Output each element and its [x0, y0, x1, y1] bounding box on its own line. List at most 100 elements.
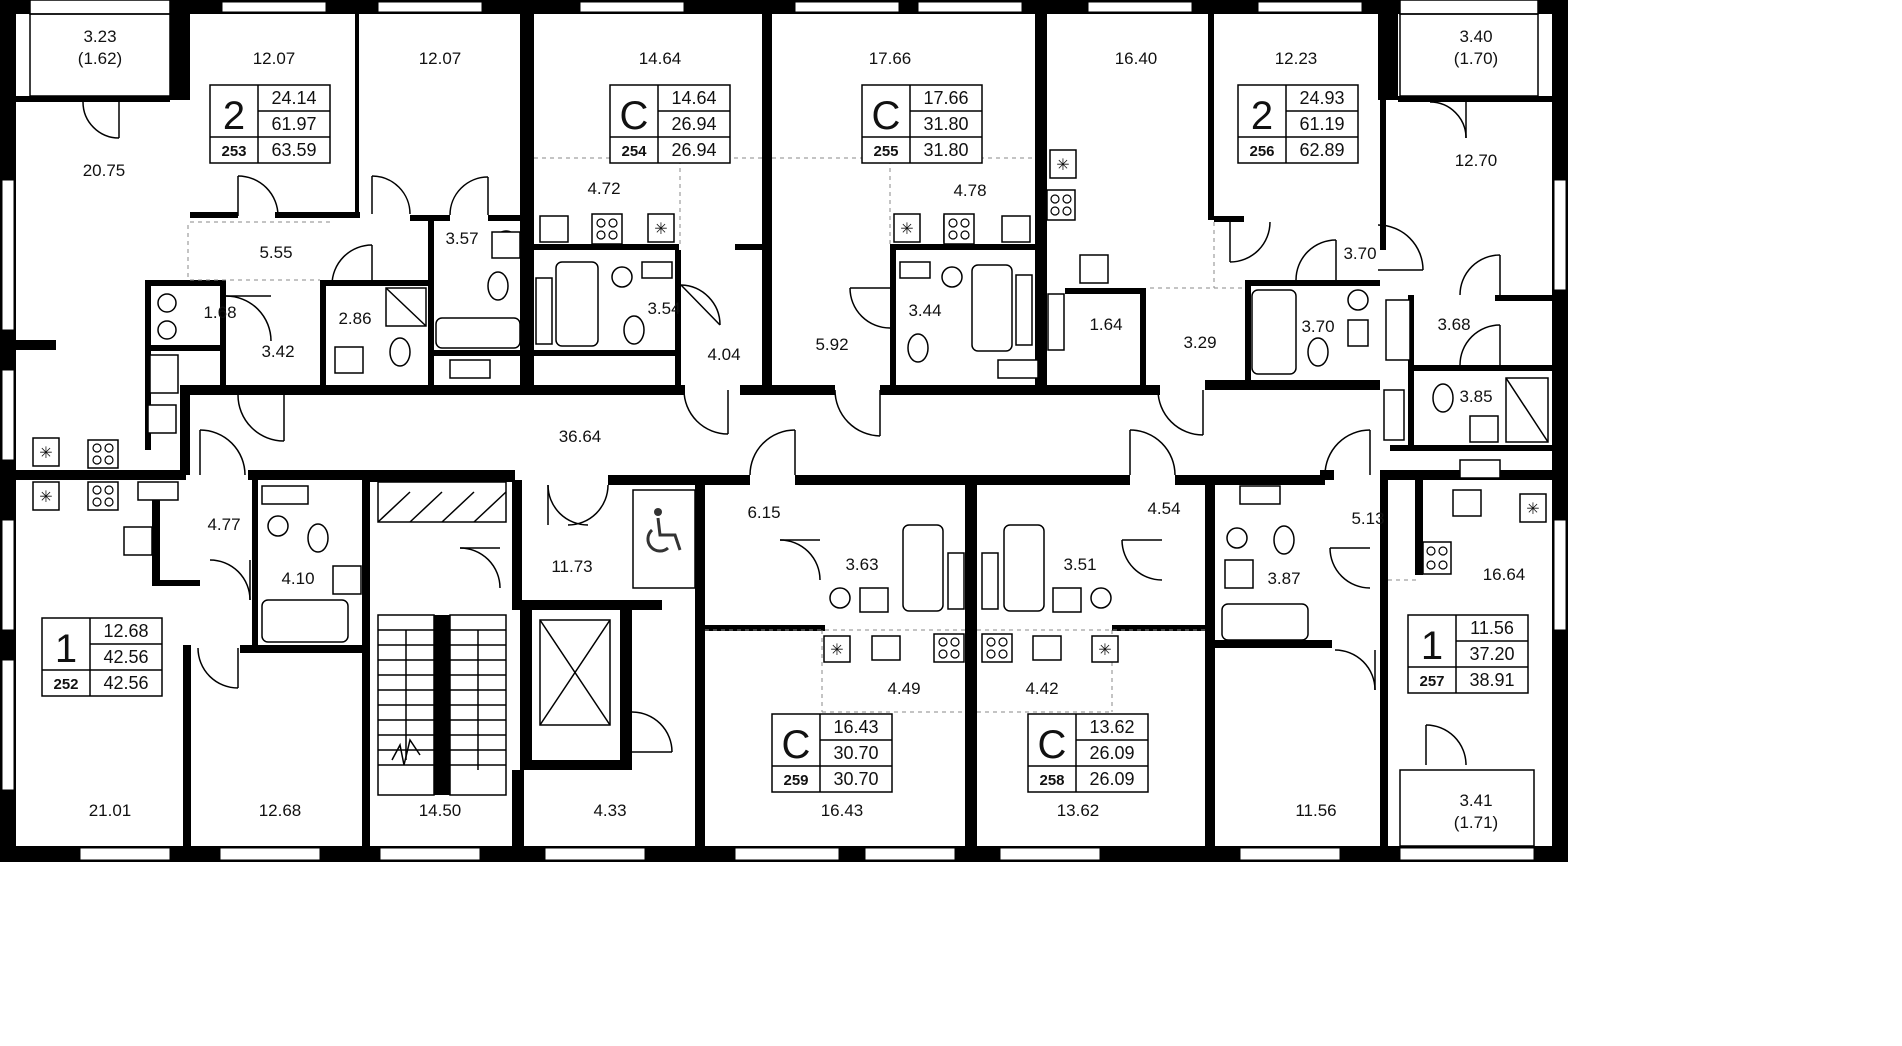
room-area-r256-closet: 1.64 [1089, 315, 1122, 334]
room-area-r259-kitchen: 4.49 [887, 679, 920, 698]
room-area-r256-hall: 3.70 [1343, 244, 1376, 263]
apartment-area-value: 12.68 [103, 621, 148, 641]
apartment-number: 255 [873, 143, 898, 160]
room-area-r255-hall: 5.92 [815, 335, 848, 354]
room-area-r259-room: 16.43 [821, 801, 864, 820]
apartment-type: С [782, 723, 811, 767]
stairs-icon [377, 614, 507, 796]
windows [1, 0, 1567, 861]
storage [377, 481, 507, 523]
apartment-box-259: С 259 16.43 30.70 30.70 [771, 713, 893, 793]
room-area-r253-bed1: 12.07 [253, 49, 296, 68]
room-area-r253-bed2: 12.07 [419, 49, 462, 68]
apartment-number: 256 [1249, 143, 1274, 160]
room-area-r253-bath: 3.57 [445, 229, 478, 248]
room-area-r256-living: 12.70 [1455, 151, 1498, 170]
room-area-r254-room: 14.64 [639, 49, 682, 68]
apartment-area-value: 16.43 [833, 717, 878, 737]
apartment-type: С [620, 94, 649, 138]
room-area-r257-bed: 11.56 [1295, 801, 1336, 820]
room-area-balcony-left: 3.23(1.62) [78, 27, 122, 68]
room-area-r252-bed: 12.68 [259, 801, 302, 820]
room-area-stair: 14.50 [419, 801, 462, 820]
svg-text:✳: ✳ [1056, 157, 1069, 174]
room-area-r254-hall: 4.04 [707, 345, 740, 364]
apartment-type: 2 [1251, 94, 1273, 138]
room-area-r257-room: 16.64 [1483, 565, 1526, 584]
doors [82, 101, 1501, 766]
svg-text:✳: ✳ [1098, 642, 1111, 659]
room-area-r256-room: 16.40 [1115, 49, 1158, 68]
apartment-area-value: 30.70 [833, 769, 878, 789]
room-area-r253-corr: 3.42 [261, 342, 294, 361]
room-area-r255-room: 17.66 [869, 49, 912, 68]
apartment-type: 2 [223, 94, 245, 138]
apartment-area-value: 30.70 [833, 743, 878, 763]
elevator-icon [539, 619, 611, 726]
apartment-box-253: 2 253 24.14 61.97 63.59 [209, 84, 331, 164]
room-area-r254-bath: 3.54 [647, 299, 680, 318]
apartment-number: 259 [783, 772, 808, 789]
balconies [29, 13, 1539, 847]
bathtub-icon [261, 261, 1309, 643]
apartment-area-value: 63.59 [271, 140, 316, 160]
svg-text:✳: ✳ [39, 445, 52, 462]
apartment-number: 253 [221, 143, 246, 160]
washer-icon [137, 274, 1501, 610]
room-area-r254-kitchen: 4.72 [587, 179, 620, 198]
apartment-area-value: 24.14 [271, 88, 316, 108]
room-area-r259-bath: 3.63 [845, 555, 878, 574]
svg-text:✳: ✳ [830, 642, 843, 659]
apartment-type: С [872, 94, 901, 138]
apartment-area-value: 31.80 [923, 114, 968, 134]
apartment-info-boxes: 225324.1461.9763.59С25414.6426.9426.94С2… [41, 84, 1529, 793]
apartment-area-value: 42.56 [103, 647, 148, 667]
apartment-area-value: 26.94 [671, 140, 716, 160]
svg-text:✳: ✳ [1526, 501, 1539, 518]
apartment-area-value: 37.20 [1469, 644, 1514, 664]
room-area-r253-hall: 5.55 [259, 243, 292, 262]
room-area-lobby: 11.73 [551, 557, 592, 576]
room-area-r258-hall: 4.54 [1147, 499, 1180, 518]
room-area-r257-bath: 3.87 [1267, 569, 1300, 588]
room-area-r258-bath: 3.51 [1063, 555, 1096, 574]
room-area-r258-kitchen: 4.42 [1025, 679, 1058, 698]
apartment-area-value: 11.56 [1470, 618, 1514, 638]
apartment-area-value: 62.89 [1299, 140, 1344, 160]
svg-text:✳: ✳ [900, 221, 913, 238]
apartment-number: 258 [1039, 772, 1064, 789]
apartment-area-value: 26.94 [671, 114, 716, 134]
room-area-r252-hall: 4.77 [207, 515, 240, 534]
room-area-r255-kitchen: 4.78 [953, 181, 986, 200]
room-area-r253-shower: 2.86 [338, 309, 371, 328]
room-area-r258-room: 13.62 [1057, 801, 1100, 820]
apartment-type: 1 [55, 627, 77, 671]
apartment-area-value: 13.62 [1089, 717, 1134, 737]
apartment-number: 254 [621, 143, 647, 160]
apartment-area-value: 17.66 [923, 88, 968, 108]
apartment-box-256: 2 256 24.93 61.19 62.89 [1237, 84, 1359, 164]
room-area-r252-bath: 4.10 [281, 569, 314, 588]
apartment-number: 252 [53, 676, 78, 693]
apartment-box-252: 1 252 12.68 42.56 42.56 [41, 617, 163, 697]
stove-icon [87, 189, 1452, 663]
room-area-r256-corr: 3.29 [1183, 333, 1216, 352]
apartment-area-value: 26.09 [1089, 769, 1134, 789]
toilet-icon [157, 230, 1454, 609]
apartment-area-value: 61.97 [271, 114, 316, 134]
apartment-area-value: 42.56 [103, 673, 148, 693]
wheelchair-icon [632, 489, 696, 589]
room-area-r253-living: 20.75 [83, 161, 126, 180]
room-area-r253-wc: 1.68 [203, 303, 236, 322]
apartment-type: 1 [1421, 624, 1443, 668]
apartment-type: С [1038, 723, 1067, 767]
ventilation-icon: ✳✳✳ ✳✳✳ ✳✳ [32, 149, 1547, 663]
apartment-area-value: 24.93 [1299, 88, 1344, 108]
floor-plan: ✳✳✳ ✳✳✳ ✳✳ 3.23(1.62) 12.07 12.07 14.64 … [0, 0, 1568, 862]
apartment-area-value: 61.19 [1299, 114, 1344, 134]
room-area-r257-hall: 5.13 [1351, 509, 1384, 528]
room-area-r255-bath: 3.44 [908, 301, 941, 320]
